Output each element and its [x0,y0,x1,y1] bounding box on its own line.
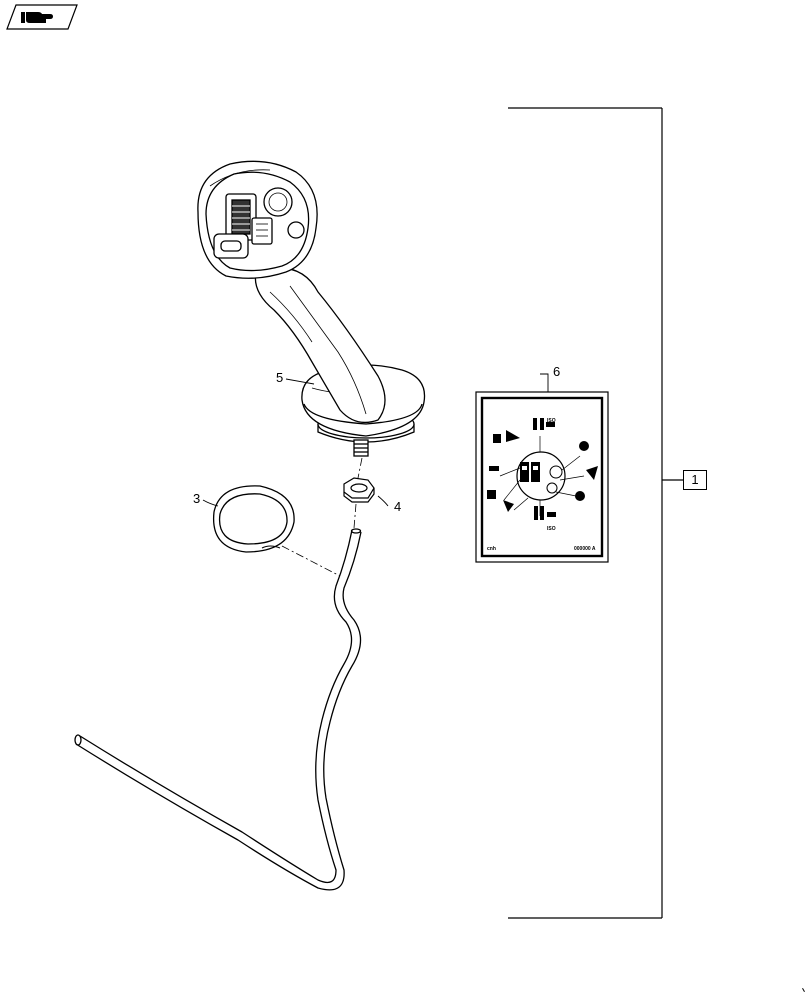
decal-brand-text: cnh [487,546,496,552]
decal-iso-label-bottom: ISO [547,526,556,532]
decal-symbols [487,418,598,520]
o-ring-seal [212,485,295,553]
decal-iso-label-top: ISO [547,418,556,424]
callout-item-1[interactable]: 1 [683,470,707,490]
callout-item-6[interactable]: 6 [553,364,561,379]
control-pattern-decal [475,391,609,563]
joystick-handle [197,160,426,457]
decal-part-number: 000000 A [574,546,596,552]
assembly-bracket [508,107,683,919]
alignment-lines [281,457,363,577]
hand-pointing-icon[interactable] [6,4,78,30]
callout-item-5[interactable]: 5 [276,370,284,385]
hex-nut [343,477,375,503]
leader-lines [202,373,549,507]
callout-item-4[interactable]: 4 [394,499,402,514]
callout-item-3[interactable]: 3 [193,491,201,506]
wire-harness [74,528,362,891]
